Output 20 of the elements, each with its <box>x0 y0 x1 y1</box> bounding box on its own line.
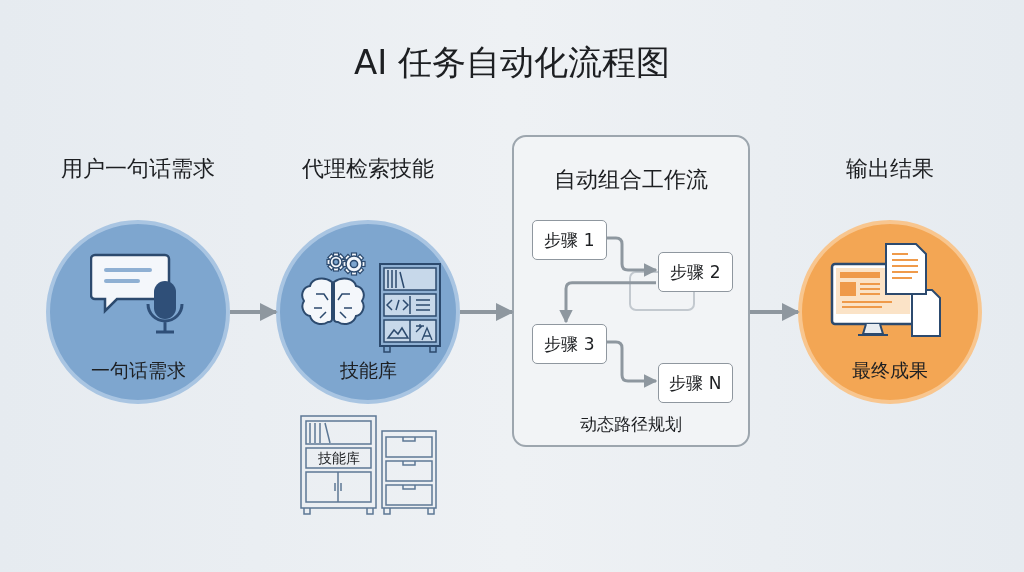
step-box: 步骤 3 <box>532 324 607 364</box>
heading: 输出结果 <box>846 155 934 183</box>
shelf-label: 技能库 <box>316 449 361 468</box>
arrow <box>750 303 800 321</box>
circle-label: 一句话需求 <box>90 358 186 383</box>
workflow-panel <box>512 135 750 447</box>
circle-label: 最终成果 <box>852 358 928 383</box>
arrow <box>460 303 514 321</box>
step-box: 步骤 N <box>658 363 733 403</box>
arrow <box>559 281 656 324</box>
heading: 用户一句话需求 <box>61 155 215 183</box>
heading: 代理检索技能 <box>302 155 434 183</box>
panel-caption: 动态路径规划 <box>580 413 682 436</box>
heading: 自动组合工作流 <box>554 166 708 194</box>
step-box: 步骤 1 <box>532 220 607 260</box>
arrow <box>230 303 278 321</box>
arrow <box>605 340 658 388</box>
step-box: 步骤 2 <box>658 252 733 292</box>
circle-label: 技能库 <box>339 358 397 383</box>
title: AI 任务自动化流程图 <box>352 41 672 84</box>
